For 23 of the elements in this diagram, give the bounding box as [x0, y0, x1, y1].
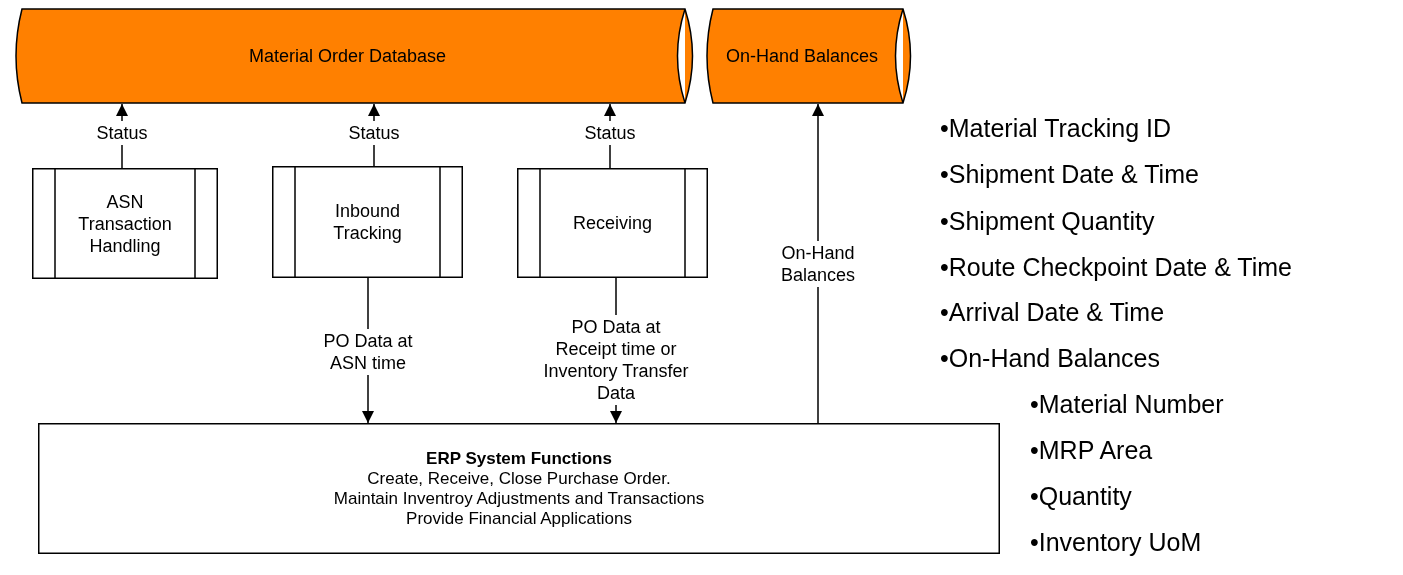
node-label: On-Hand Balances — [725, 45, 879, 67]
list-item: •Route Checkpoint Date & Time — [940, 252, 1292, 283]
function-box — [38, 423, 1000, 554]
list-item: •Quantity — [1030, 481, 1132, 512]
node-label: Material Order Database — [248, 45, 447, 67]
box-heading: ERP System Functions — [426, 448, 612, 469]
box-text: Maintain Inventroy Adjustments and Transactions — [333, 488, 705, 509]
process-box — [517, 168, 708, 278]
box-text: Provide Financial Applications — [406, 508, 632, 529]
process-box — [272, 166, 463, 278]
list-item: •Inventory UoM — [1030, 527, 1202, 558]
list-item: •Shipment Quantity — [940, 206, 1155, 237]
list-item: •MRP Area — [1030, 435, 1153, 466]
node-label: Inbound Tracking — [332, 200, 403, 244]
process-box — [32, 168, 218, 279]
list-item: •Shipment Date & Time — [940, 159, 1199, 190]
list-item: •Material Tracking ID — [940, 113, 1172, 144]
node-label: ASN Transaction Handling — [77, 190, 173, 257]
box-text: Create, Receive, Close Purchase Order. — [367, 468, 671, 489]
list-item: •On-Hand Balances — [940, 343, 1160, 374]
list-item: •Arrival Date & Time — [940, 297, 1165, 328]
list-item: •Material Number — [1030, 389, 1224, 420]
node-label: Receiving — [572, 212, 652, 234]
